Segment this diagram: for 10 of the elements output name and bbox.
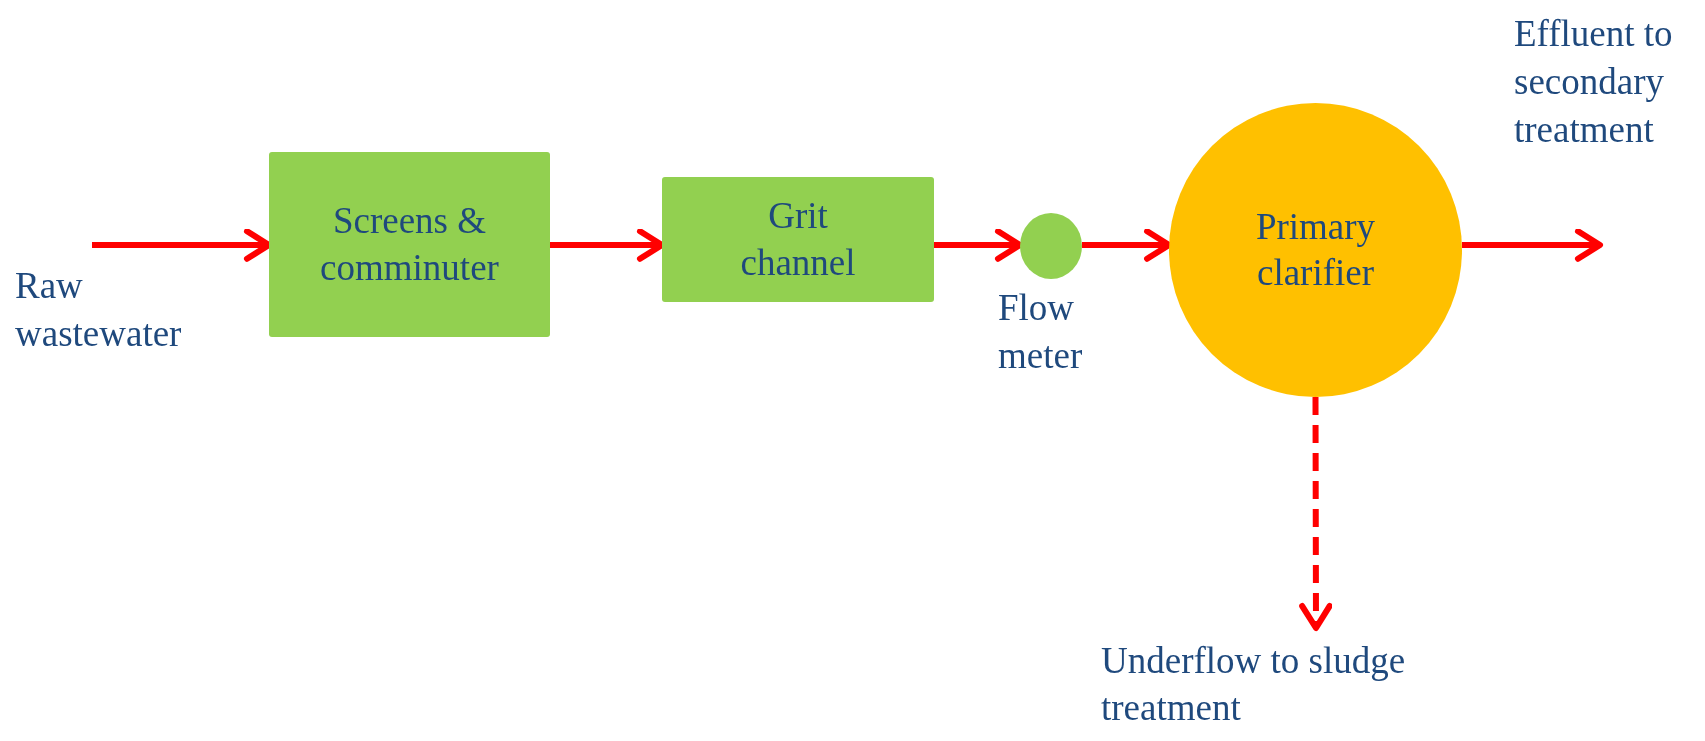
node-label: Underflow to sludge treatment — [1101, 639, 1407, 730]
node-label: Screens & comminuter — [319, 199, 500, 290]
node-caption: Flow meter — [998, 286, 1084, 379]
process-box — [269, 152, 550, 337]
node-label: Primary clarifier — [1254, 204, 1377, 295]
node-label: Grit channel — [739, 194, 857, 285]
flow-label: Effluent to secondary treatment — [1514, 12, 1674, 153]
process-box — [662, 177, 934, 302]
flow-label: Raw wastewater — [15, 264, 183, 357]
flow-arrow — [1299, 397, 1333, 632]
